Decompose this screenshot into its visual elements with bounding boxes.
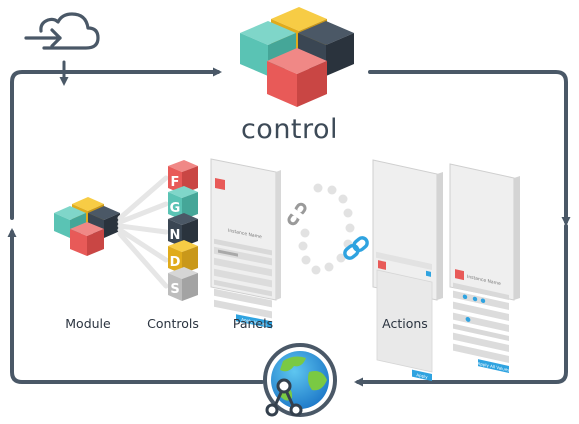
module-cubes-icon xyxy=(54,197,120,256)
globe-network-icon xyxy=(263,343,337,417)
action1-apply-button: Apply xyxy=(416,372,428,380)
control-n: N xyxy=(168,213,198,247)
control-letter-n: N xyxy=(170,228,181,243)
control-letter-s: S xyxy=(170,282,179,297)
panel-swatch xyxy=(215,177,225,190)
controls-stack: F G N D S xyxy=(168,160,198,301)
arrow-to-actions xyxy=(368,70,571,226)
control-letter-g: G xyxy=(170,201,181,216)
label-module: Module xyxy=(65,316,111,331)
cube-red xyxy=(267,48,327,107)
module-cube-red xyxy=(70,222,104,256)
action-window-1: Apply xyxy=(372,159,443,382)
diagram-title: control xyxy=(240,114,339,145)
label-controls: Controls xyxy=(147,316,199,331)
control-d: D xyxy=(168,240,198,274)
action-window-2: Instance Name Apply All Values xyxy=(449,163,520,373)
panel-apply-button: Apply Values xyxy=(241,317,266,327)
arrow-to-globe xyxy=(354,224,568,387)
arrow-to-module xyxy=(7,228,264,384)
label-actions: Actions xyxy=(382,316,428,331)
cloud-import-icon xyxy=(24,12,100,50)
control-s: S xyxy=(168,267,198,301)
loading-spinner-icon xyxy=(298,183,355,275)
label-panels: Panels xyxy=(232,316,274,331)
control-letter-d: D xyxy=(170,255,181,270)
module-control-links xyxy=(117,175,169,289)
flow-arrows xyxy=(7,60,571,387)
panel-mockup: Instance Name Apply Values xyxy=(210,158,281,329)
link-icon xyxy=(343,236,369,260)
control-g: G xyxy=(168,186,198,220)
control-letter-f: F xyxy=(171,175,180,190)
control-cubes-logo xyxy=(240,7,354,107)
broken-link-icon xyxy=(287,202,307,226)
action2-apply-button: Apply All Values xyxy=(478,361,510,373)
arrow-to-control xyxy=(10,67,222,220)
